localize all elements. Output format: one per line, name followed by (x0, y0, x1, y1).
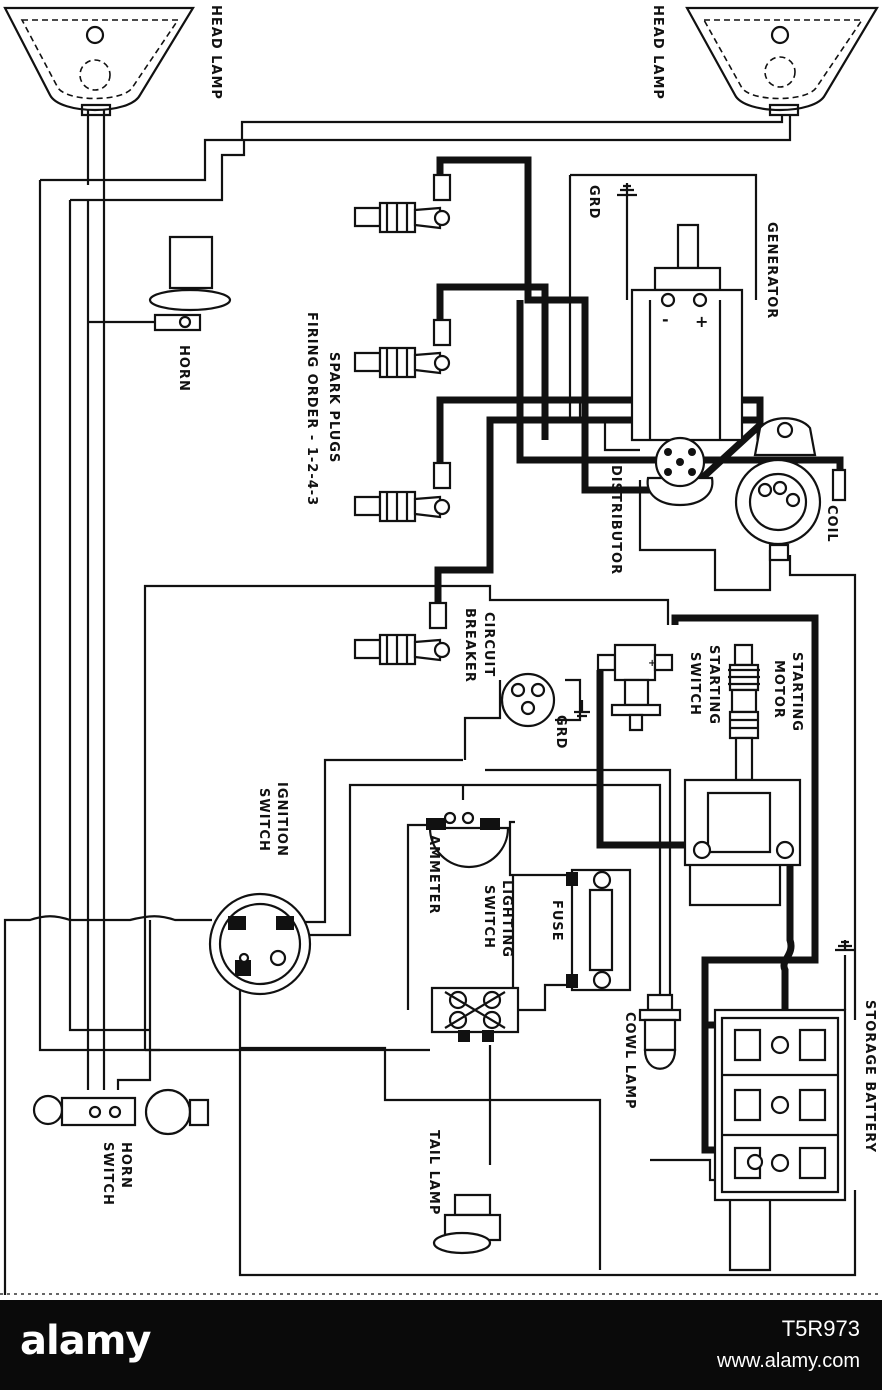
label-grd-top: GRD (586, 185, 601, 219)
label-starting-switch-line2: SWITCH (687, 652, 702, 716)
spark-plug-4 (353, 601, 451, 666)
head-lamp-left (3, 6, 195, 117)
label-generator: GENERATOR (764, 222, 779, 319)
storage-battery (713, 1008, 847, 1202)
label-starting-switch-line1: STARTING (706, 645, 721, 725)
generator-plus-sign: + (695, 312, 709, 331)
label-ammeter: AMMETER (426, 835, 441, 915)
label-distributor: DISTRIBUTOR (608, 465, 623, 575)
site-url[interactable]: www.alamy.com (717, 1350, 860, 1372)
spark-plug-3 (353, 461, 452, 523)
label-head-lamp-left: HEAD LAMP (208, 5, 223, 100)
wiring-diagram: - + (0, 5, 882, 1295)
ground-symbol-battery (835, 940, 855, 952)
label-starting-motor-line2: MOTOR (771, 660, 786, 719)
ammeter (426, 811, 510, 869)
label-head-lamp-right: HEAD LAMP (650, 5, 665, 100)
label-grd-mid: GRD (553, 715, 568, 749)
coil (734, 417, 847, 562)
generator-minus-sign: - (662, 310, 670, 329)
starting-switch: + (596, 643, 674, 732)
label-storage-battery: STORAGE BATTERY (862, 1000, 877, 1153)
label-spark-plugs-line2: FIRING ORDER - 1-2-4-3 (304, 312, 319, 506)
label-horn: HORN (176, 345, 191, 392)
tail-lamp (432, 1193, 502, 1255)
cowl-lamp (638, 993, 682, 1070)
ground-symbol-mid (574, 700, 590, 718)
label-lighting-switch-line2: SWITCH (481, 885, 496, 949)
starting-motor (683, 643, 802, 867)
label-circuit-breaker-line1: CIRCUIT (481, 612, 496, 677)
label-fuse: FUSE (549, 900, 564, 942)
label-starting-motor-line1: STARTING (789, 652, 804, 732)
starting-switch-plus-sign: + (648, 658, 657, 669)
label-cowl-lamp: COWL LAMP (622, 1012, 637, 1110)
label-lighting-switch-line1: LIGHTING (499, 880, 514, 958)
spark-plug-2 (353, 318, 452, 379)
thin-wiring (3, 110, 857, 1295)
labels: HEAD LAMP HEAD LAMP GRD GENERATOR HORN S… (100, 5, 877, 1215)
image-id: T5R973 (781, 1316, 860, 1341)
horn (148, 235, 232, 332)
fuse (566, 868, 632, 992)
circuit-breaker (500, 672, 556, 728)
head-lamp-right (685, 6, 879, 117)
label-coil: COIL (824, 505, 839, 543)
label-spark-plugs-line1: SPARK PLUGS (326, 352, 341, 463)
label-horn-switch-line1: HORN (118, 1142, 133, 1189)
distributor (646, 436, 714, 507)
label-ignition-switch-line2: SWITCH (256, 788, 271, 852)
label-ignition-switch-line1: IGNITION (274, 782, 289, 857)
spark-plug-1 (353, 173, 452, 234)
label-circuit-breaker-line2: BREAKER (462, 608, 477, 683)
label-horn-switch-line2: SWITCH (100, 1142, 115, 1206)
ignition-switch (208, 892, 312, 996)
brand-logo: alamy (20, 1318, 151, 1364)
horn-switch (32, 1088, 210, 1136)
ground-symbol-top (617, 183, 637, 197)
label-tail-lamp: TAIL LAMP (426, 1130, 441, 1215)
lighting-switch (430, 986, 520, 1042)
watermark-banner: alamy T5R973 www.alamy.com (0, 1300, 882, 1390)
generator: - + (630, 223, 744, 442)
